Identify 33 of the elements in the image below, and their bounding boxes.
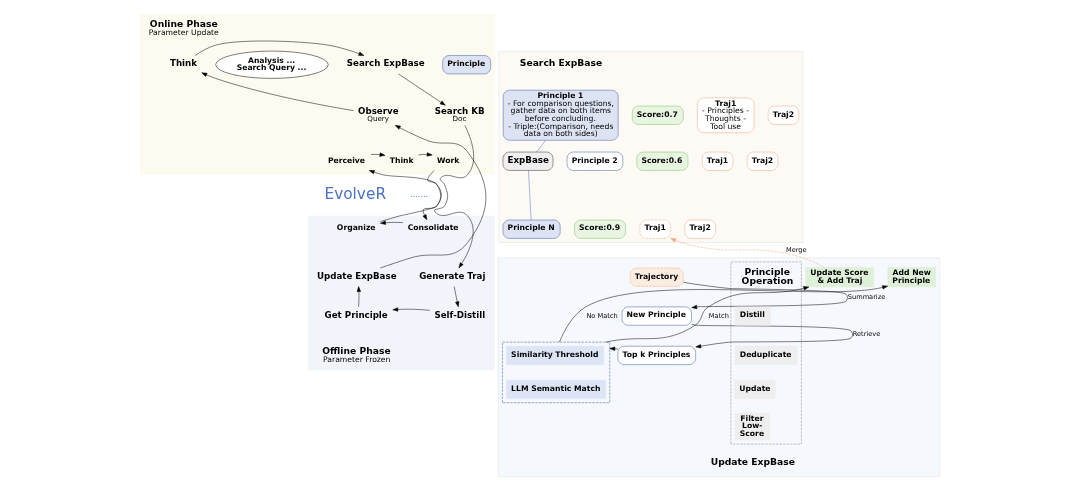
label: EvolveR [324,185,387,204]
arrow [380,220,404,225]
arrow [201,72,354,111]
arrow [683,282,848,309]
node-text: Observe [358,105,399,116]
arrow [605,286,810,343]
arrow [422,170,441,221]
arrow [370,152,386,157]
arrow [670,238,825,268]
arrow [453,286,460,308]
arrow [392,307,431,312]
arrow [418,152,433,157]
arrow [380,125,487,269]
arrow [356,286,361,308]
connector [536,140,546,153]
node-text: Search KB [434,105,485,116]
arrow [398,73,446,106]
arrow [194,40,365,56]
node-text: Update ExpBase [316,270,397,281]
arrow [559,285,888,343]
connector [528,170,532,221]
arrow [368,170,442,222]
node-text: Get Principle [324,309,388,320]
cluster [502,341,610,403]
arrow [691,324,853,349]
arrow [434,125,474,269]
node-text: Generate Traj [419,270,486,281]
node-text: Search ExpBase [346,58,425,69]
arrow [609,346,619,351]
node-text: Think [170,58,198,69]
node-text: Self-Distill [434,309,486,320]
node-box: ExpBase [502,151,554,171]
label: ....... [410,189,429,200]
